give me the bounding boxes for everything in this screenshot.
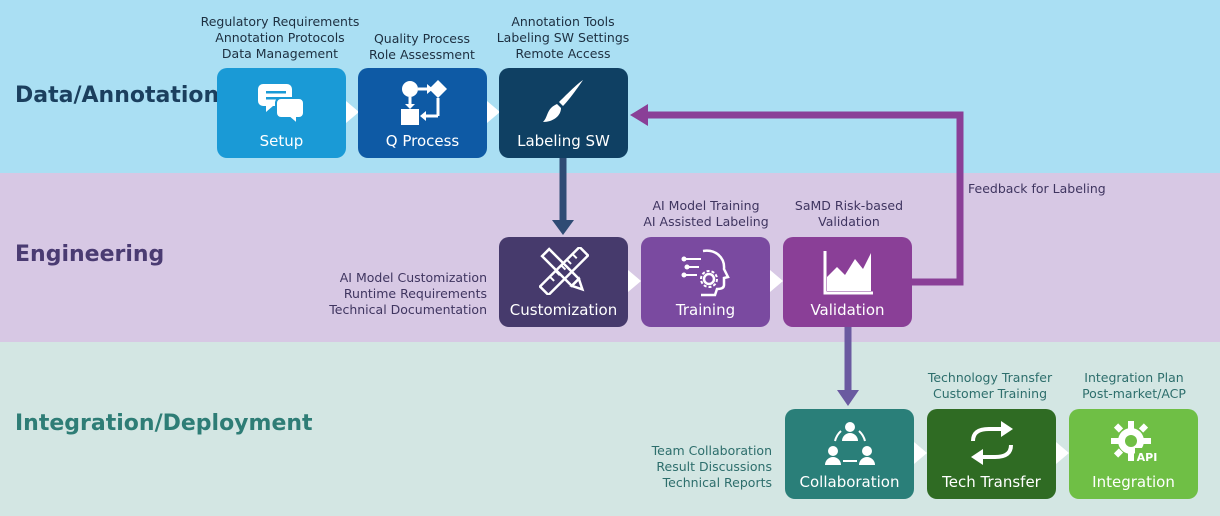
note-line: AI Model Training [652, 198, 760, 213]
notch-collaboration [914, 442, 927, 464]
section-title-data-annotation: Data/Annotation [15, 83, 220, 108]
note-line: Remote Access [515, 46, 611, 61]
validation-label: Validation [810, 301, 885, 319]
setup-notes: Regulatory Requirements Annotation Proto… [200, 14, 360, 62]
feedback-arrowhead [630, 104, 648, 126]
notch-setup [346, 101, 359, 123]
setup-box[interactable]: Setup [217, 68, 346, 158]
tech-transfer-label: Tech Transfer [942, 473, 1041, 491]
setup-label: Setup [259, 132, 304, 150]
q-process-notes: Quality Process Role Assessment [357, 31, 487, 63]
collaboration-label: Collaboration [799, 473, 900, 491]
ai-head-icon [641, 247, 770, 297]
tech-transfer-notes: Technology Transfer Customer Training [915, 370, 1065, 402]
integration-box[interactable]: API Integration [1069, 409, 1198, 499]
team-network-icon [785, 419, 914, 467]
feedback-label: Feedback for Labeling [968, 181, 1106, 196]
q-process-label: Q Process [385, 132, 460, 150]
note-line: Integration Plan [1084, 370, 1184, 385]
training-box[interactable]: Training [641, 237, 770, 327]
area-chart-icon [783, 247, 912, 295]
note-line: Runtime Requirements [343, 286, 487, 301]
notch-customization [628, 270, 641, 292]
note-line: Role Assessment [369, 47, 475, 62]
customization-notes: AI Model Customization Runtime Requireme… [316, 270, 487, 318]
note-line: Data Management [221, 46, 339, 61]
customization-box[interactable]: Customization [499, 237, 628, 327]
customization-label: Customization [509, 301, 618, 319]
note-line: Technical Documentation [329, 302, 487, 317]
integration-label: Integration [1092, 473, 1175, 491]
notch-training [770, 270, 783, 292]
section-title-engineering: Engineering [15, 242, 165, 267]
note-line: Annotation Tools [511, 14, 615, 29]
training-notes: AI Model Training AI Assisted Labeling [636, 198, 776, 230]
note-line: AI Assisted Labeling [643, 214, 769, 229]
validation-box[interactable]: Validation [783, 237, 912, 327]
q-process-box[interactable]: Q Process [358, 68, 487, 158]
note-line: Quality Process [373, 31, 471, 46]
section-title-integration: Integration/Deployment [15, 411, 313, 436]
flowchart-icon [358, 78, 487, 126]
paintbrush-icon [499, 78, 628, 126]
api-gear-icon: API [1069, 419, 1198, 467]
note-line: Regulatory Requirements [200, 14, 360, 29]
chat-bubbles-icon [217, 78, 346, 126]
note-line: Customer Training [932, 386, 1047, 401]
api-text: API [1136, 451, 1157, 464]
arrowhead-labeling-to-customization [552, 220, 574, 235]
ruler-pencil-icon [499, 247, 628, 295]
collaboration-box[interactable]: Collaboration [785, 409, 914, 499]
note-line: Annotation Protocols [215, 30, 345, 45]
tech-transfer-box[interactable]: Tech Transfer [927, 409, 1056, 499]
note-line: Technical Reports [662, 475, 772, 490]
arrowhead-validation-to-collaboration [837, 390, 859, 406]
integration-notes: Integration Plan Post-market/ACP [1068, 370, 1200, 402]
labeling-sw-box[interactable]: Labeling SW [499, 68, 628, 158]
note-line: Technology Transfer [927, 370, 1053, 385]
labeling-sw-notes: Annotation Tools Labeling SW Settings Re… [488, 14, 638, 62]
labeling-sw-label: Labeling SW [517, 132, 610, 150]
collaboration-notes: Team Collaboration Result Discussions Te… [630, 443, 772, 491]
note-line: SaMD Risk-based [794, 198, 904, 213]
notch-q-process [487, 101, 500, 123]
exchange-arrows-icon [927, 419, 1056, 467]
validation-notes: SaMD Risk-based Validation [784, 198, 914, 230]
training-label: Training [675, 301, 736, 319]
note-line: Post-market/ACP [1082, 386, 1186, 401]
note-line: AI Model Customization [339, 270, 487, 285]
note-line: Labeling SW Settings [496, 30, 630, 45]
note-line: Result Discussions [656, 459, 772, 474]
feedback-loop-line [645, 111, 964, 286]
note-line: Team Collaboration [651, 443, 772, 458]
note-line: Validation [818, 214, 880, 229]
notch-tech-transfer [1056, 442, 1069, 464]
